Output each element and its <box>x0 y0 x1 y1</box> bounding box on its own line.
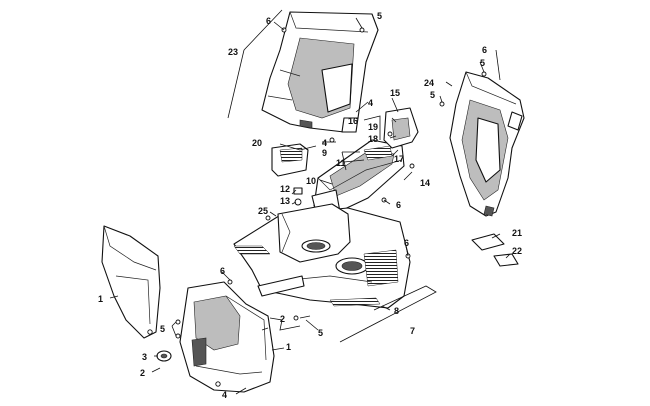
callout-2: 2 <box>140 368 145 378</box>
callout-18: 18 <box>368 134 378 144</box>
callout-16: 16 <box>348 116 358 126</box>
callout-23: 23 <box>228 47 238 57</box>
upper-left-side-panel <box>261 11 379 133</box>
callout-9: 9 <box>322 148 327 158</box>
left-side-panel <box>101 225 161 339</box>
callout-17: 17 <box>394 154 404 164</box>
callout-19: 19 <box>368 122 378 132</box>
bracket-15 <box>383 107 419 149</box>
callout-13: 13 <box>280 196 290 206</box>
callout-4: 4 <box>322 138 327 148</box>
plate-21 <box>471 233 505 251</box>
small-fitting-12 <box>293 187 303 195</box>
callout-10: 10 <box>306 176 316 186</box>
callout-5: 5 <box>377 11 382 21</box>
callout-8: 8 <box>394 306 399 316</box>
callout-20: 20 <box>252 138 262 148</box>
callout-1: 1 <box>98 294 103 304</box>
callout-25: 25 <box>258 206 268 216</box>
callout-5: 5 <box>430 90 435 100</box>
callout-1: 1 <box>286 342 291 352</box>
callout-12: 12 <box>280 184 290 194</box>
washer-clip <box>156 350 172 362</box>
callout-6: 6 <box>482 45 487 55</box>
bracket-20 <box>271 143 309 177</box>
callout-5: 5 <box>480 58 485 68</box>
upper-right-side-panel <box>449 71 525 217</box>
callout-5: 5 <box>160 324 165 334</box>
small-fitting-13 <box>294 198 302 206</box>
callout-3: 3 <box>142 352 147 362</box>
callout-6: 6 <box>220 266 225 276</box>
callout-14: 14 <box>420 178 430 188</box>
callout-4: 4 <box>368 98 373 108</box>
callout-5: 5 <box>318 328 323 338</box>
callout-7: 7 <box>410 326 415 336</box>
callout-24: 24 <box>424 78 434 88</box>
callout-11: 11 <box>336 158 346 168</box>
callout-6: 6 <box>266 16 271 26</box>
strap-22 <box>493 253 519 267</box>
front-lower-body <box>233 203 411 309</box>
callout-4: 4 <box>222 390 227 400</box>
callout-22: 22 <box>512 246 522 256</box>
callout-21: 21 <box>512 228 522 238</box>
leader-lines <box>109 9 511 395</box>
callout-labels: 23 6 5 4 16 15 19 18 17 4 20 9 11 10 14 … <box>98 11 522 400</box>
callout-15: 15 <box>390 88 400 98</box>
fasteners <box>175 27 487 339</box>
callout-2: 2 <box>280 314 285 324</box>
callout-6: 6 <box>404 238 409 248</box>
lower-front-side-panel <box>179 281 275 393</box>
callout-6: 6 <box>396 200 401 210</box>
